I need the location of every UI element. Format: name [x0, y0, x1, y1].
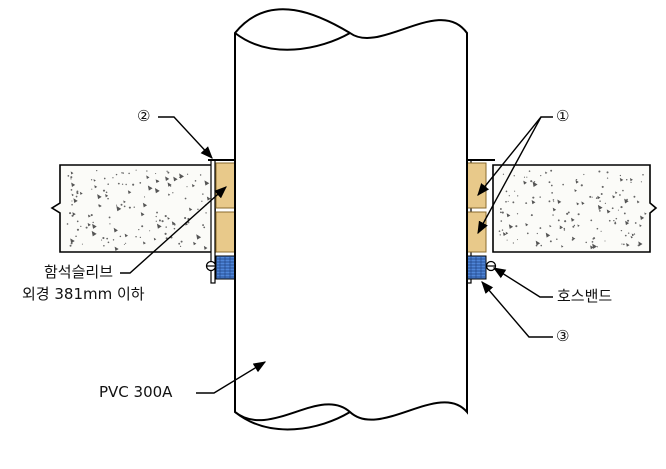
hose-band-right	[466, 255, 497, 280]
hose-band-left	[205, 255, 236, 280]
filler-blocks-right	[466, 162, 487, 253]
callout-1-label: ①	[556, 107, 570, 125]
callout-3-label: ③	[556, 327, 570, 345]
concrete-aggregate-left	[66, 169, 211, 252]
pvc-pipe	[234, 8, 468, 422]
pipe-break-top	[234, 32, 351, 51]
hose-band-label: 호스밴드	[557, 287, 613, 305]
pipe-label: PVC 300A	[99, 383, 173, 401]
leader-callout-3	[481, 281, 553, 338]
filler-blocks-left	[215, 162, 236, 253]
leader-callout-1b	[477, 116, 542, 235]
callout-2-label: ②	[137, 107, 151, 125]
leader-sleeve	[120, 186, 227, 274]
sleeve-label-line1: 함석슬리브	[44, 263, 114, 281]
concrete-aggregate-right	[498, 169, 647, 250]
leader-hose-band	[492, 267, 553, 298]
leader-callout-2	[158, 116, 213, 159]
pipe-break-bottom	[234, 411, 351, 431]
sleeve-label-line2: 외경 381mm 이하	[22, 285, 145, 303]
leader-pipe	[196, 361, 267, 394]
